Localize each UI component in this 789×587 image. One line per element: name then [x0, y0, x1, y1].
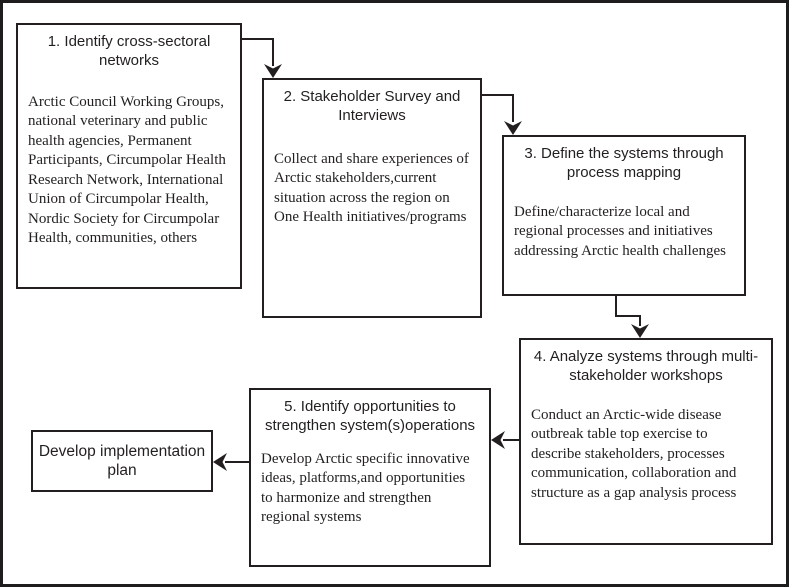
box-title: Develop implementation plan — [38, 442, 206, 479]
connector-line — [225, 461, 250, 463]
arrow-left-icon — [491, 431, 505, 449]
flow-box-stakeholder-survey: 2. Stakeholder Survey and Interviews Col… — [262, 78, 482, 318]
connector-line — [639, 315, 641, 326]
box-title: 5. Identify opportunities to strengthen … — [264, 398, 476, 434]
box-title: 4. Analyze systems through multi-stakeho… — [533, 348, 759, 384]
arrow-down-icon — [631, 324, 649, 338]
arrow-down-icon — [504, 121, 522, 135]
box-body: Collect and share experiences of Arctic … — [274, 150, 469, 226]
box-title: 2. Stakeholder Survey and Interviews — [283, 88, 461, 124]
box-body: Conduct an Arctic-wide disease outbreak … — [531, 406, 737, 501]
connector-line — [480, 94, 514, 96]
connector-line — [240, 38, 274, 40]
flow-box-identify-networks: 1. Identify cross-sectoral networks Arct… — [16, 23, 242, 289]
connector-line — [503, 439, 520, 441]
box-body: Develop Arctic specific innovative ideas… — [261, 450, 470, 526]
flow-box-analyze-systems: 4. Analyze systems through multi-stakeho… — [519, 338, 773, 545]
flow-box-define-systems: 3. Define the systems through process ma… — [502, 135, 746, 296]
connector-line — [615, 315, 641, 317]
box-body: Arctic Council Working Groups, national … — [28, 93, 226, 247]
box-body: Define/characterize local and regional p… — [514, 203, 727, 259]
box-title: 1. Identify cross-sectoral networks — [47, 33, 211, 69]
connector-line — [272, 38, 274, 66]
connector-line — [512, 94, 514, 122]
arrow-left-icon — [213, 453, 227, 471]
box-title: 3. Define the systems through process ma… — [524, 145, 724, 181]
arrow-down-icon — [264, 64, 282, 78]
flow-box-identify-opportunities: 5. Identify opportunities to strengthen … — [249, 388, 491, 567]
flow-box-implementation-plan: Develop implementation plan — [31, 430, 213, 492]
connector-line — [615, 294, 617, 317]
